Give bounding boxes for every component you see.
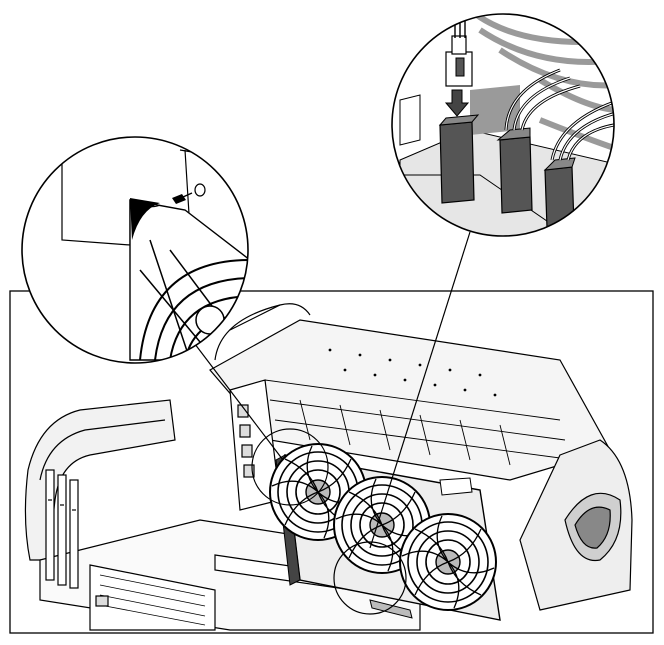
detail-view-screw xyxy=(21,136,249,364)
drive-bays xyxy=(264,379,576,466)
power-supply-unit xyxy=(89,564,216,631)
callout-circle-connector-location xyxy=(333,541,407,615)
leader-line-right xyxy=(369,231,471,549)
power-connector-icon xyxy=(445,14,473,87)
fan-tray-cable xyxy=(369,599,413,619)
fan-3-icon xyxy=(399,513,497,611)
side-panel-column xyxy=(229,379,281,511)
screw-icon xyxy=(172,183,206,204)
leader-line-left xyxy=(181,326,284,461)
fan-tray xyxy=(269,443,501,621)
connector-receptacle-1 xyxy=(438,114,480,204)
detail-view-connector xyxy=(391,13,615,237)
arrow-down-icon xyxy=(444,89,470,117)
vent-holes xyxy=(328,348,497,397)
connector-receptacle-2 xyxy=(496,68,581,214)
server-chassis xyxy=(24,303,633,631)
callout-circle-screw-location xyxy=(251,428,329,506)
expansion-card-slots xyxy=(45,469,79,589)
